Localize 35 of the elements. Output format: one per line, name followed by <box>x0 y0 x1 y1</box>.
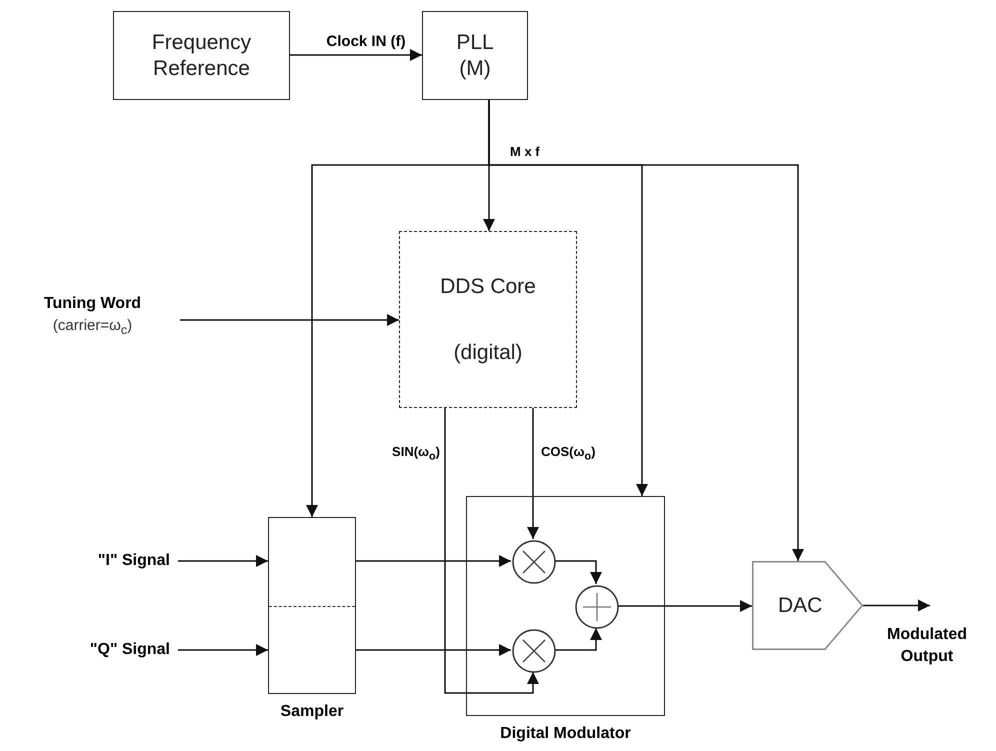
input-note: (carrier=ω$_{c}$) <box>52 316 134 340</box>
input-label: Tuning Word <box>42 294 142 314</box>
arrow <box>527 408 539 539</box>
adder-symbol <box>575 585 619 629</box>
arrow <box>618 600 752 612</box>
block-label: DAC <box>778 592 822 618</box>
edge-label: SIN(ω$_{o}$) <box>391 444 440 465</box>
arrow <box>356 644 511 656</box>
block-caption: Sampler <box>279 703 345 721</box>
input-label: "I" Signal <box>30 550 170 572</box>
box-label: PLL (M) <box>455 30 495 81</box>
dashed-box <box>399 231 577 408</box>
box-label: DDS Core <box>440 274 536 300</box>
process-box <box>113 11 290 100</box>
output-label: Modulated Output <box>886 625 968 667</box>
arrow <box>555 560 602 584</box>
arrow <box>555 628 602 651</box>
process-box <box>422 11 528 100</box>
block-caption: Digital Modulator <box>499 725 632 743</box>
arrow <box>356 555 511 567</box>
arrow <box>290 49 422 61</box>
box-label: Frequency Reference <box>150 30 252 81</box>
input-label: "Q" Signal <box>30 639 170 661</box>
arrow <box>444 408 539 694</box>
multiplier-symbol <box>512 629 556 673</box>
box-label: (digital) <box>454 340 522 365</box>
arrow <box>178 644 268 656</box>
edge-label: COS(ω$_{o}$) <box>541 444 596 465</box>
arrow <box>488 100 804 561</box>
output-arrow <box>863 600 930 612</box>
multiplier-symbol <box>512 540 556 584</box>
edge-label: M x f <box>510 144 541 160</box>
edge-label: Clock IN (f) <box>325 32 407 52</box>
arrow <box>178 555 268 567</box>
arrow <box>180 314 399 326</box>
